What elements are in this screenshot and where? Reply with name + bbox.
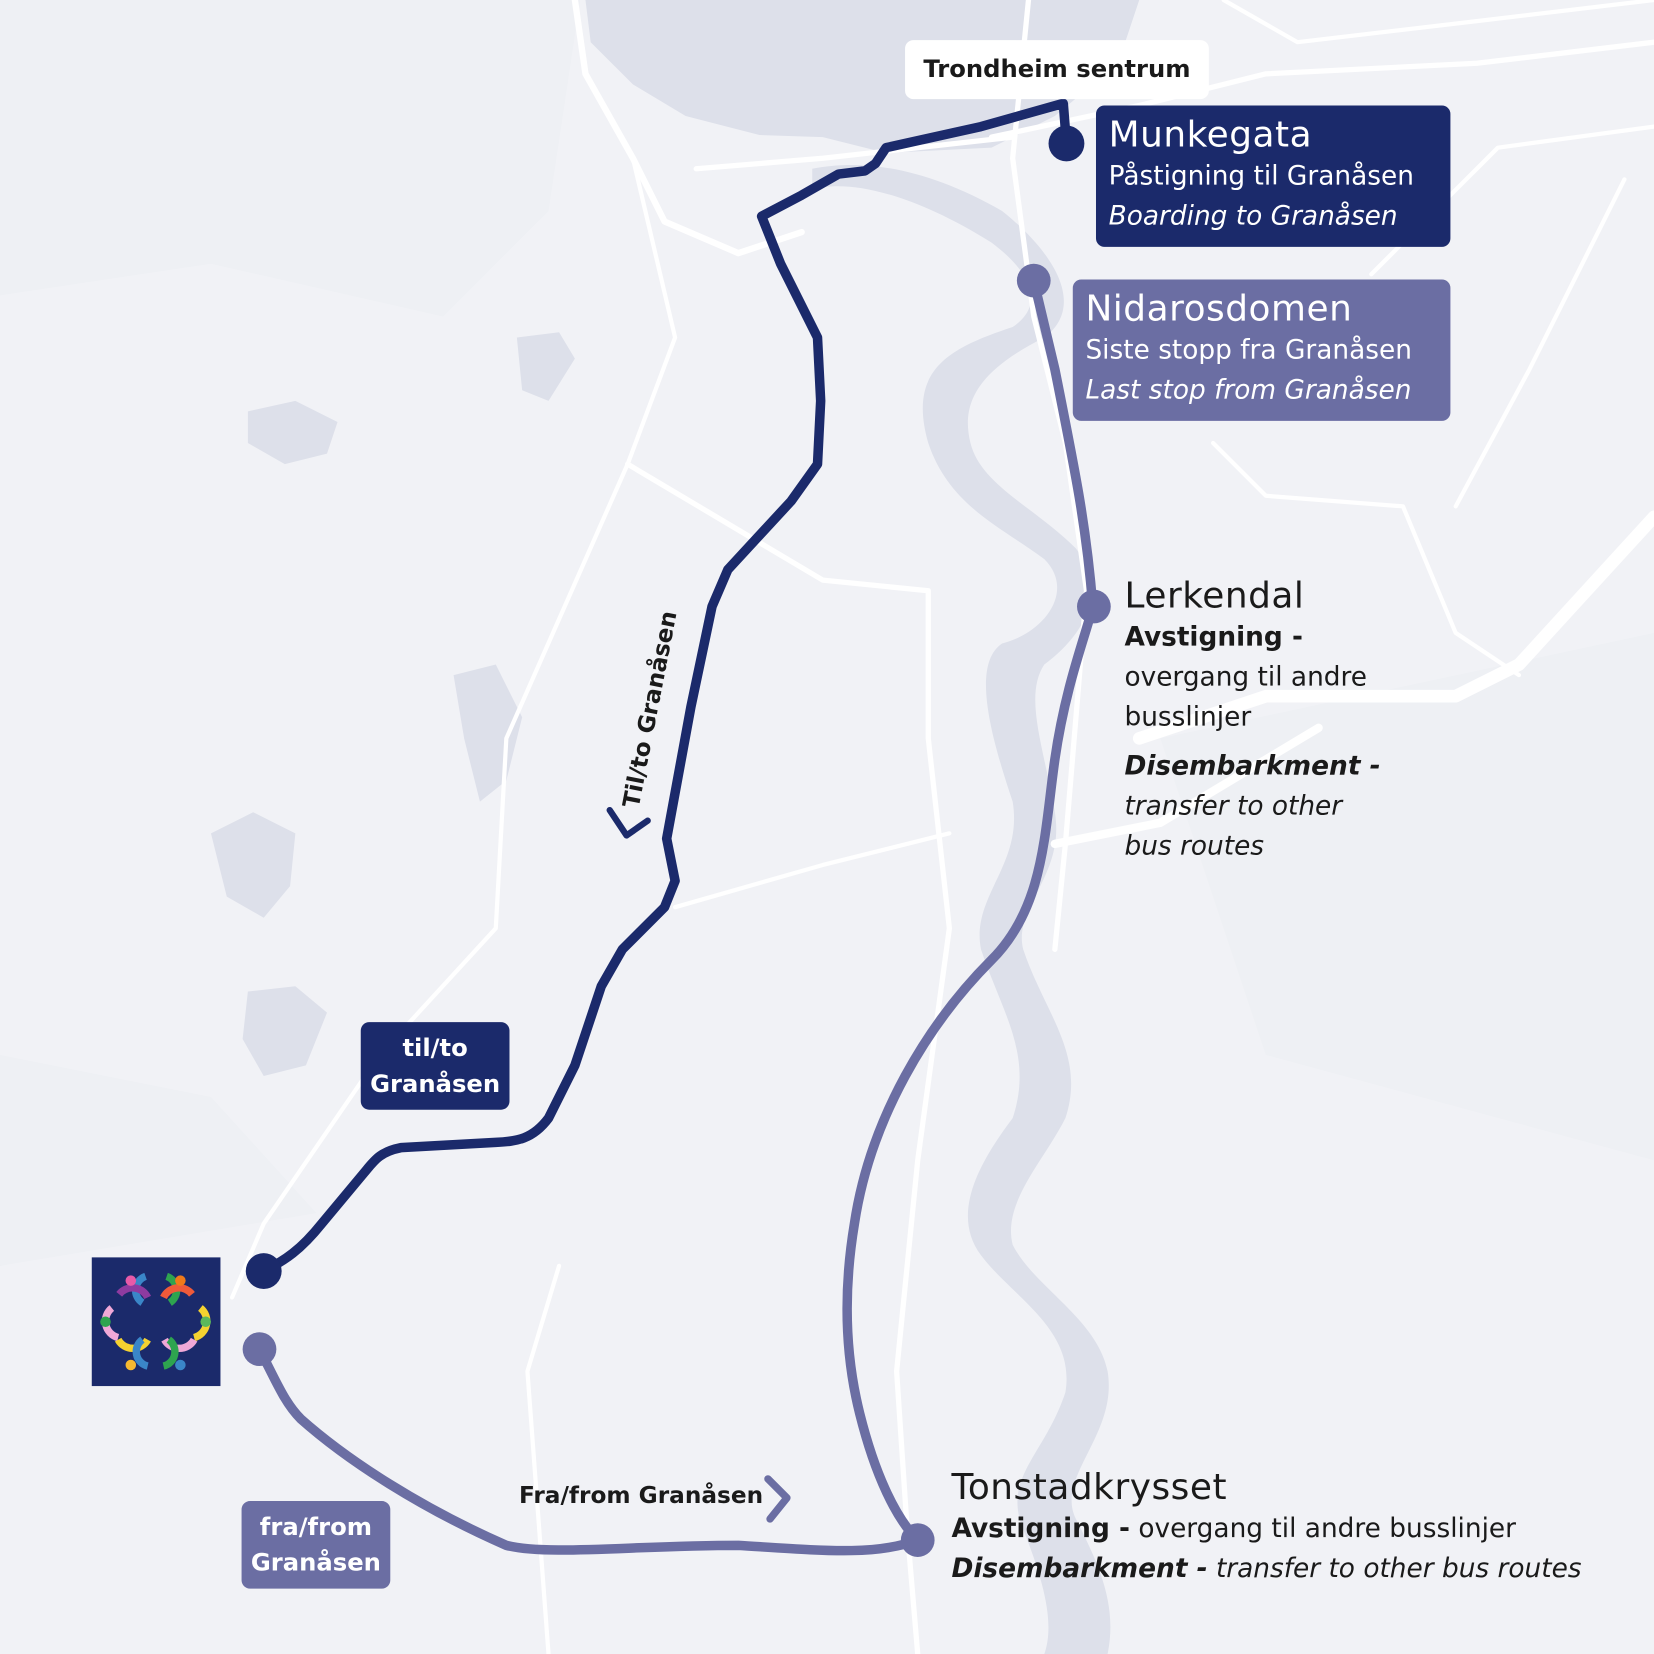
granasen-logo-icon [91, 1257, 221, 1387]
stop-note-en-bold: Disembarkment - [1124, 749, 1381, 781]
stop-name: Lerkendal [1124, 574, 1305, 618]
stop-dot-munkegata [1048, 125, 1085, 162]
stop-note-no-bold: Avstigning - [951, 1512, 1130, 1544]
stop-dot-lerkendal [1077, 589, 1111, 624]
stop-note-en: bus routes [1124, 830, 1265, 861]
stop-name: Nidarosdomen [1085, 287, 1353, 331]
stop-note-en: transfer to other [1124, 790, 1343, 821]
stop-note-no: Siste stopp fra Granåsen [1085, 334, 1412, 365]
tag-to-granasen: til/to Granåsen [360, 1022, 510, 1110]
stop-note-no: overgang til andre [1124, 661, 1368, 692]
chevron-right-icon [764, 1475, 791, 1523]
stop-dot-tonstadkrysset [900, 1523, 935, 1557]
stop-name: Tonstadkrysset [951, 1466, 1228, 1509]
stop-note-en: Last stop from Granåsen [1085, 374, 1412, 406]
stop-note-no-bold: Avstigning - [1124, 621, 1303, 652]
tag-from-granasen: fra/from Granåsen [241, 1501, 391, 1589]
stop-note-no: overgang til andre busslinjer [1129, 1512, 1516, 1544]
stop-label-tonstadkrysset: Tonstadkrysset Avstigning - overgang til… [951, 1466, 1581, 1588]
stop-note-en: Boarding to Granåsen [1108, 200, 1398, 232]
stop-name: Munkegata [1108, 113, 1313, 157]
stop-dot-granasen-to [245, 1253, 282, 1290]
stop-dot-nidarosdomen [1016, 263, 1051, 298]
chevron-down-left-icon [606, 806, 651, 839]
route-to-granasen [258, 98, 1072, 1276]
stop-dot-granasen-from [242, 1332, 277, 1367]
city-label-text: Trondheim sentrum [923, 55, 1191, 84]
stop-note-en-bold: Disembarkment - [951, 1552, 1208, 1584]
city-label: Trondheim sentrum [905, 40, 1209, 100]
stop-card-nidarosdomen: Nidarosdomen Siste stopp fra Granåsen La… [1072, 279, 1451, 421]
route-label-from: Fra/from Granåsen [518, 1483, 764, 1510]
stop-card-munkegata: Munkegata Påstigning til Granåsen Boardi… [1095, 105, 1451, 247]
route-from-granasen [254, 275, 1098, 1556]
stop-note-no: Påstigning til Granåsen [1108, 160, 1414, 191]
stop-note-no: busslinjer [1124, 701, 1252, 733]
stop-label-lerkendal: Lerkendal Avstigning - overgang til andr… [1124, 575, 1380, 866]
stop-note-en: transfer to other bus routes [1207, 1552, 1582, 1584]
